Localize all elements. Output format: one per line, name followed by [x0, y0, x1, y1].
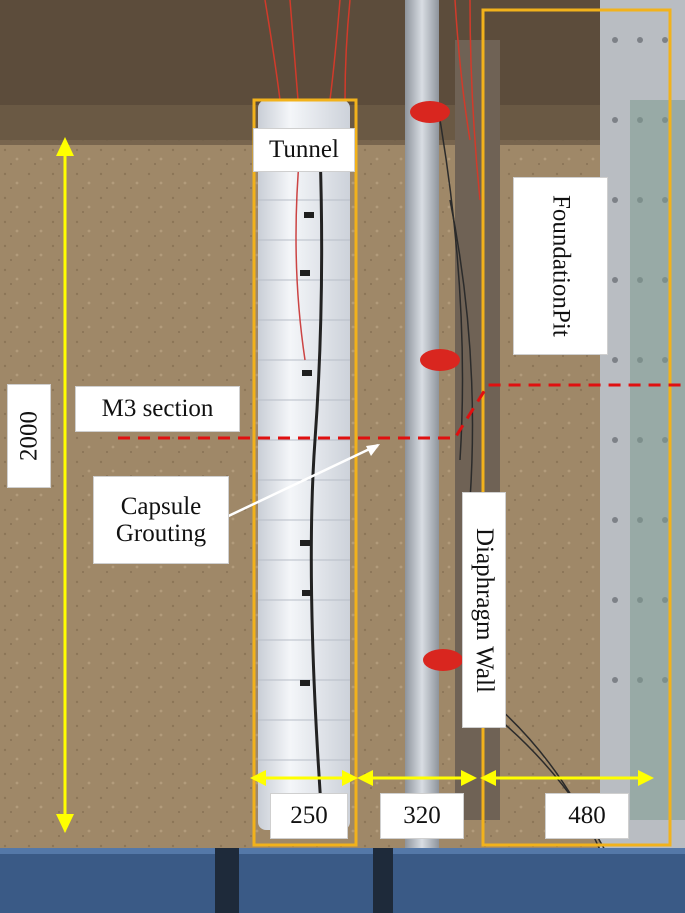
aluminium-rail — [405, 0, 439, 913]
capsule-grouting-label-line2: Grouting — [115, 520, 207, 547]
foundation-pit-label-line1: Foundation — [547, 195, 575, 310]
bottom-frame — [0, 848, 685, 913]
m3-section-line — [118, 383, 685, 440]
foundation-pit-box — [481, 8, 672, 847]
tunnel-width-label: 250 — [270, 793, 348, 839]
foundation-pit-label-line2: Pit — [547, 309, 575, 337]
height-dimension-label: 2000 — [7, 384, 51, 488]
tunnel-pipe — [258, 100, 350, 830]
gap-width-label: 320 — [380, 793, 464, 839]
m3-section-label: M3 section — [75, 386, 240, 432]
capsule-pointer-arrowhead — [366, 444, 380, 456]
height-arrow-top — [56, 137, 74, 156]
capsule-grouting-label-line1: Capsule — [120, 492, 202, 520]
capsule-grouting-label: Capsule Grouting — [93, 476, 229, 564]
diaphragm-wall-label: Diaphragm Wall — [462, 492, 506, 728]
capsule-pointer-line — [219, 443, 379, 522]
foundation-pit-label: Foundation Pit — [513, 177, 608, 355]
pit-width-label: 480 — [545, 793, 629, 839]
tunnel-box — [252, 98, 358, 847]
tunnel-label: Tunnel — [253, 128, 355, 172]
height-arrow-bottom — [56, 814, 74, 833]
